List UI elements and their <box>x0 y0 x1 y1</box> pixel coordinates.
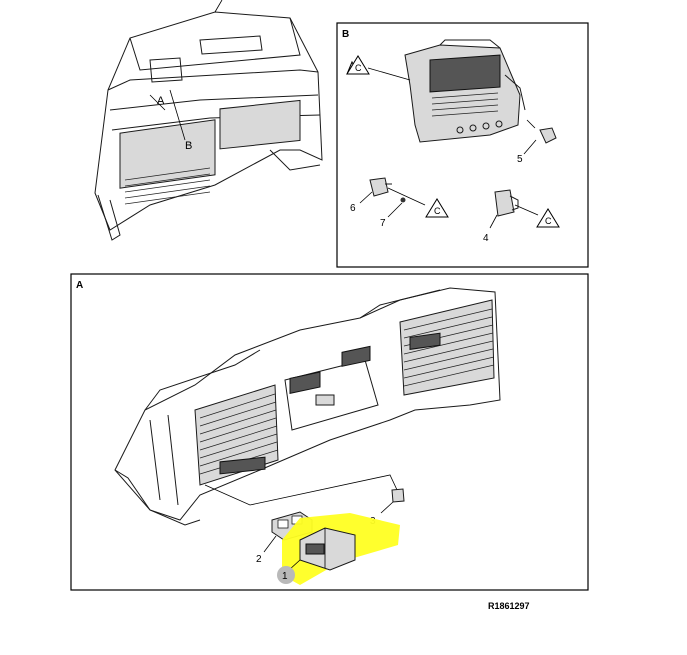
callout-7: 7 <box>380 218 386 229</box>
reference-number: R1861297 <box>488 601 530 611</box>
callout-1: 1 <box>282 571 288 582</box>
callout-5: 5 <box>517 154 523 165</box>
callout-4: 4 <box>483 233 489 244</box>
leader-5 <box>523 139 537 155</box>
callout-c-middle: C <box>434 206 441 216</box>
overview-callout-a: A <box>157 95 165 107</box>
triangle-c-top <box>346 55 370 75</box>
detail-b-label: B <box>342 29 349 40</box>
overview-callout-b: B <box>185 140 192 152</box>
detail-b-console-housing <box>404 39 526 143</box>
detail-a-dashboard <box>114 287 501 526</box>
callout-c-top: C <box>355 63 362 73</box>
callout-2: 2 <box>256 554 262 565</box>
triangle-c-middle <box>425 198 449 218</box>
part-7-screw <box>400 197 406 203</box>
triangle-c-right <box>536 208 560 228</box>
marker-part-1 <box>277 566 295 584</box>
detail-a-frame <box>70 273 589 591</box>
part-4-connector <box>494 189 519 217</box>
callout-6: 6 <box>350 203 356 214</box>
part-5-fastener <box>526 119 557 144</box>
detail-b-frame <box>336 22 589 268</box>
part-6-clip <box>369 177 392 197</box>
callout-c-right: C <box>545 216 552 226</box>
overview-cab-illustration <box>94 0 323 241</box>
detail-a-label: A <box>76 280 83 291</box>
leader-dash-parts <box>204 474 399 506</box>
part-3-clip <box>391 488 405 503</box>
